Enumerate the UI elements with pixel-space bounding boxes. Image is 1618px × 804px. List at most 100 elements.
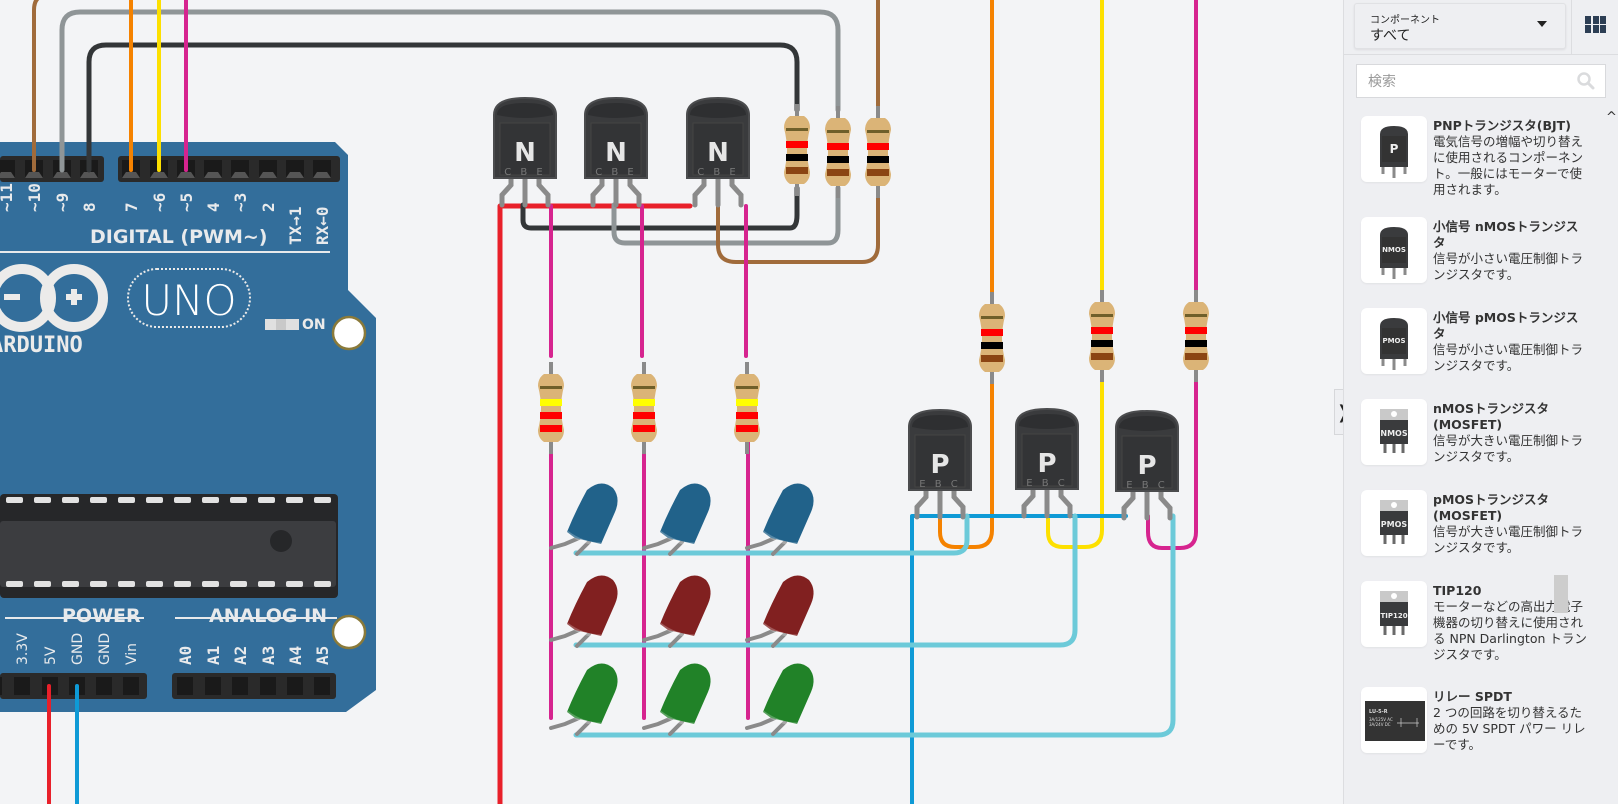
header-pin-socket[interactable] bbox=[0, 677, 2, 695]
npn-transistor[interactable]: NC B E bbox=[493, 97, 557, 208]
digital-pin-label: 8 bbox=[80, 202, 99, 212]
digital-pin-label: ~9 bbox=[53, 193, 72, 212]
digital-pin-label: 2 bbox=[259, 202, 278, 212]
power-pin-label: GND bbox=[70, 633, 86, 665]
component-description: 信号が大きい電圧制御トランジスタです。 bbox=[1433, 433, 1584, 464]
resistor[interactable] bbox=[825, 106, 851, 198]
component-thumbnail: PMOS bbox=[1361, 490, 1427, 556]
search-input[interactable] bbox=[1366, 71, 1570, 93]
component-title: nMOSトランジスタ (MOSFET) bbox=[1433, 401, 1549, 432]
analog-pin-label: A1 bbox=[204, 646, 223, 665]
transistor-pin-label: E B C bbox=[1026, 478, 1068, 489]
grid-view-icon[interactable] bbox=[1585, 16, 1606, 33]
component-thumbnail: NMOS bbox=[1361, 399, 1427, 465]
header-pin-socket[interactable] bbox=[177, 677, 193, 695]
header-pin-socket[interactable] bbox=[232, 677, 248, 695]
power-pin-label: GND bbox=[97, 633, 113, 665]
led-red[interactable] bbox=[549, 575, 618, 648]
component-thumbnail: TIP120 bbox=[1361, 581, 1427, 647]
digital-pin-label: ~6 bbox=[150, 193, 169, 212]
component-title: 小信号 pMOSトランジスタ bbox=[1433, 310, 1579, 341]
led-blue[interactable] bbox=[642, 483, 711, 556]
search-icon[interactable] bbox=[1577, 72, 1595, 90]
header-pin-socket[interactable] bbox=[123, 677, 139, 695]
mounting-hole bbox=[331, 614, 367, 650]
digital-pin-label: ~10 bbox=[25, 183, 44, 212]
resistor[interactable] bbox=[865, 106, 891, 198]
led-red[interactable] bbox=[642, 575, 711, 648]
resistor[interactable] bbox=[538, 362, 564, 454]
power-header-label: POWER bbox=[62, 605, 141, 627]
component-title: リレー SPDT bbox=[1433, 689, 1512, 704]
component-description: 2 つの回路を切り替えるための 5V SPDT パワー リレーです。 bbox=[1433, 705, 1586, 752]
component-thumbnail: PMOS bbox=[1361, 308, 1427, 374]
transistor-type-label: N bbox=[605, 138, 627, 168]
analog-pin-label: A2 bbox=[231, 646, 250, 665]
digital-pin-label: 7 bbox=[122, 202, 141, 212]
led-blue[interactable] bbox=[745, 483, 814, 556]
npn-transistor[interactable]: NC B E bbox=[686, 97, 750, 208]
board-model-label: UNO bbox=[141, 276, 236, 325]
resistor[interactable] bbox=[784, 104, 810, 196]
analog-header-label: ANALOG IN bbox=[209, 605, 327, 627]
pnp-transistor[interactable]: PE B C bbox=[1015, 408, 1079, 519]
header-pin-socket[interactable] bbox=[287, 677, 303, 695]
chevron-down-icon bbox=[1537, 21, 1547, 27]
resistor[interactable] bbox=[979, 292, 1005, 384]
led-green[interactable] bbox=[745, 663, 814, 736]
digital-pin-label: RX←0 bbox=[313, 206, 332, 245]
scrollbar-thumb[interactable] bbox=[1554, 575, 1568, 613]
search-box[interactable] bbox=[1356, 64, 1606, 98]
transistor-thumbnail-icon: PMOS bbox=[1380, 318, 1408, 370]
dropdown-value: すべて bbox=[1370, 28, 1411, 44]
led-blue[interactable] bbox=[549, 483, 618, 556]
component-filter-dropdown[interactable]: コンポーネント すべて bbox=[1354, 3, 1566, 49]
component-thumbnail: NMOS bbox=[1361, 217, 1427, 283]
svg-text:PMOS: PMOS bbox=[1381, 520, 1408, 529]
header-pin-socket[interactable] bbox=[96, 677, 112, 695]
resistor[interactable] bbox=[1183, 290, 1209, 382]
svg-text:PMOS: PMOS bbox=[1382, 337, 1405, 345]
transistor-type-label: P bbox=[1037, 449, 1056, 479]
header-pin-socket[interactable] bbox=[260, 677, 276, 695]
led-green[interactable] bbox=[642, 663, 711, 736]
led-red[interactable] bbox=[745, 575, 814, 648]
led-green[interactable] bbox=[549, 663, 618, 736]
transistor-thumbnail-icon: NMOS bbox=[1380, 227, 1408, 279]
pnp-transistor[interactable]: PE B C bbox=[908, 409, 972, 520]
header-pin-socket[interactable] bbox=[205, 677, 221, 695]
digital-pin-label: TX→1 bbox=[286, 206, 305, 245]
pnp-transistor[interactable]: PE B C bbox=[1115, 410, 1179, 521]
header-pin-socket[interactable] bbox=[14, 677, 30, 695]
power-led-label: ON bbox=[302, 317, 326, 333]
svg-text:3A/24V DC: 3A/24V DC bbox=[1369, 722, 1391, 727]
component-thumbnail: P bbox=[1361, 116, 1427, 182]
transistor-pin-label: C B E bbox=[697, 167, 739, 178]
transistor-type-label: N bbox=[707, 138, 729, 168]
component-title: pMOSトランジスタ (MOSFET) bbox=[1433, 492, 1550, 523]
scroll-up-icon[interactable]: ^ bbox=[1606, 110, 1617, 125]
resistor[interactable] bbox=[631, 362, 657, 454]
npn-transistor[interactable]: NC B E bbox=[584, 97, 648, 208]
header-pin-socket[interactable] bbox=[314, 677, 330, 695]
svg-text:LU-5-R: LU-5-R bbox=[1369, 709, 1388, 715]
svg-text:3A/125V AC: 3A/125V AC bbox=[1369, 717, 1393, 722]
analog-pin-label: A3 bbox=[259, 646, 278, 665]
transistor-pin-label: E B C bbox=[1126, 480, 1168, 491]
transistor-thumbnail-icon: TIP120 bbox=[1380, 591, 1408, 635]
transistor-pin-label: C B E bbox=[595, 167, 637, 178]
component-title: PNPトランジスタ(BJT) bbox=[1433, 118, 1571, 133]
resistor[interactable] bbox=[1089, 290, 1115, 382]
resistor[interactable] bbox=[734, 362, 760, 454]
